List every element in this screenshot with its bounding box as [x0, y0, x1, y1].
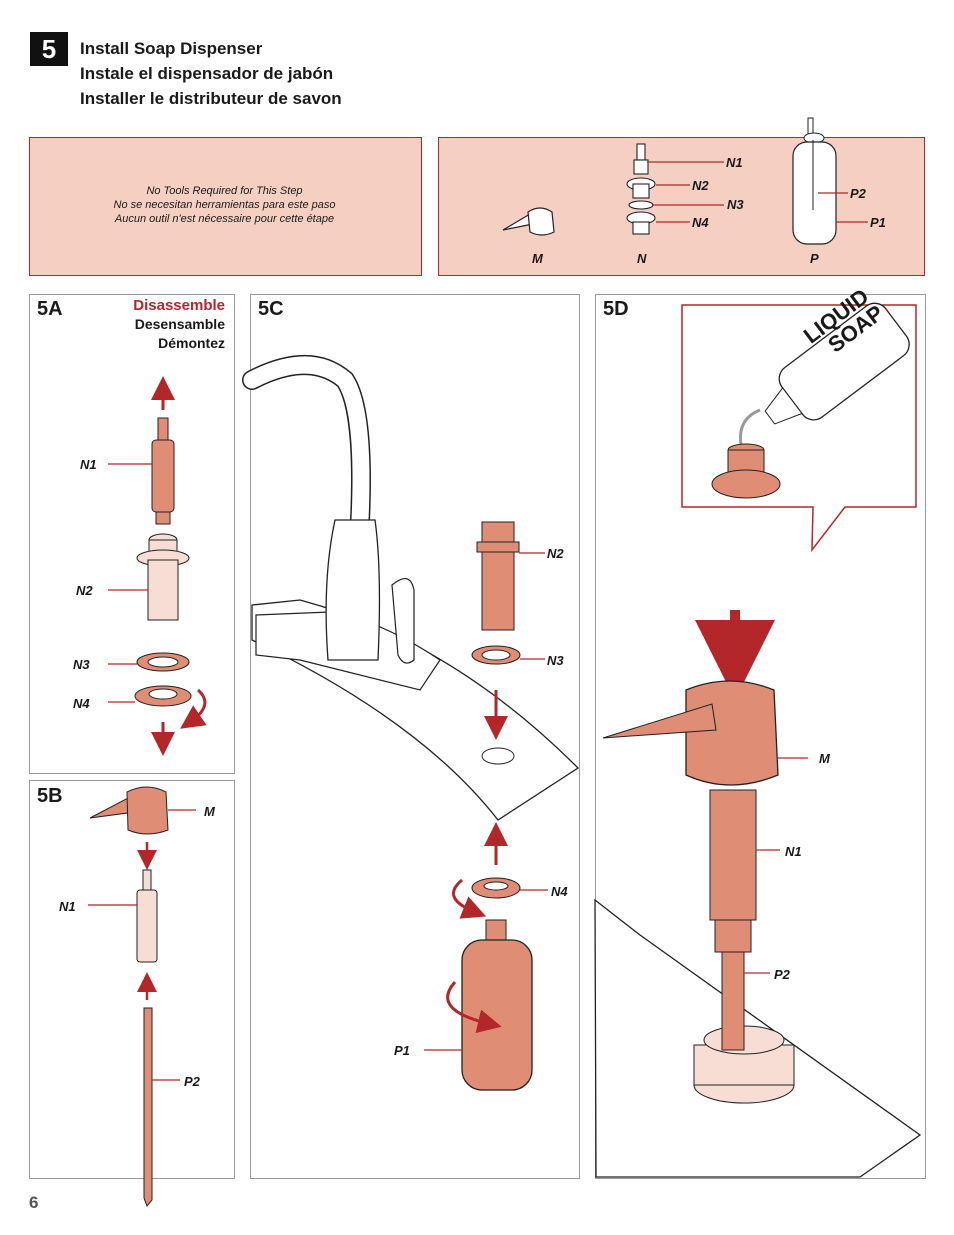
tools-note-en: No Tools Required for This Step	[146, 185, 303, 197]
panel-5a-art	[108, 376, 207, 756]
title-es: Instale el dispensador de jabón	[80, 64, 334, 83]
part-n-pump-icon	[626, 143, 656, 235]
parts-label-n3: N3	[727, 197, 744, 212]
parts-label-n4: N4	[692, 215, 709, 230]
parts-label-m: M	[532, 251, 543, 266]
part-m-handle-icon	[502, 207, 555, 236]
panel-5d-label: 5D	[603, 298, 629, 320]
parts-label-n1: N1	[726, 155, 743, 170]
parts-leader-lines	[647, 161, 868, 223]
panel-5b-label: 5B	[37, 785, 63, 807]
disassemble-en: Disassemble	[133, 297, 225, 314]
5d-label-p2: P2	[774, 967, 790, 982]
tools-note-es: No se necesitan herramientas para este p…	[113, 199, 336, 211]
parts-label-p1: P1	[870, 215, 886, 230]
5a-label-n1: N1	[80, 457, 97, 472]
5b-label-m: M	[204, 804, 215, 819]
parts-label-p: P	[810, 251, 819, 266]
panel-5b	[29, 780, 235, 1179]
title-fr: Installer le distributeur de savon	[80, 89, 342, 108]
tools-box	[29, 137, 422, 276]
panel-5d-art	[594, 302, 922, 1178]
step-titles: Install Soap Dispenser Instale el dispen…	[80, 36, 342, 111]
disassemble-instructions: Disassemble Desensamble Démontez	[100, 296, 225, 353]
parts-box	[438, 137, 925, 276]
parts-label-n2: N2	[692, 178, 709, 193]
tools-note: No Tools Required for This Step No se ne…	[29, 184, 420, 226]
panel-5a-label: 5A	[37, 298, 63, 320]
page-number: 6	[29, 1193, 39, 1212]
disassemble-fr: Démontez	[158, 335, 225, 351]
5c-label-n2: N2	[547, 546, 564, 561]
5c-label-p1: P1	[394, 1043, 410, 1058]
5a-label-n3: N3	[73, 657, 90, 672]
5b-label-p2: P2	[184, 1074, 200, 1089]
5a-label-n4: N4	[73, 696, 90, 711]
panel-5c-label: 5C	[258, 298, 284, 320]
5c-label-n3: N3	[547, 653, 564, 668]
5d-label-n1: N1	[785, 844, 802, 859]
panel-5b-art	[88, 786, 196, 1207]
step-number: 5	[30, 32, 68, 66]
tools-note-fr: Aucun outil n'est nécessaire pour cette …	[114, 213, 335, 225]
parts-label-n: N	[637, 251, 647, 266]
title-en: Install Soap Dispenser	[80, 39, 263, 58]
parts-label-p2: P2	[850, 186, 866, 201]
panel-5c-art	[242, 355, 580, 1091]
disassemble-es: Desensamble	[134, 316, 225, 332]
5b-label-n1: N1	[59, 899, 76, 914]
5d-label-m: M	[819, 751, 830, 766]
5a-label-n2: N2	[76, 583, 93, 598]
5c-label-n4: N4	[551, 884, 568, 899]
part-p-bottle-icon	[792, 117, 837, 245]
